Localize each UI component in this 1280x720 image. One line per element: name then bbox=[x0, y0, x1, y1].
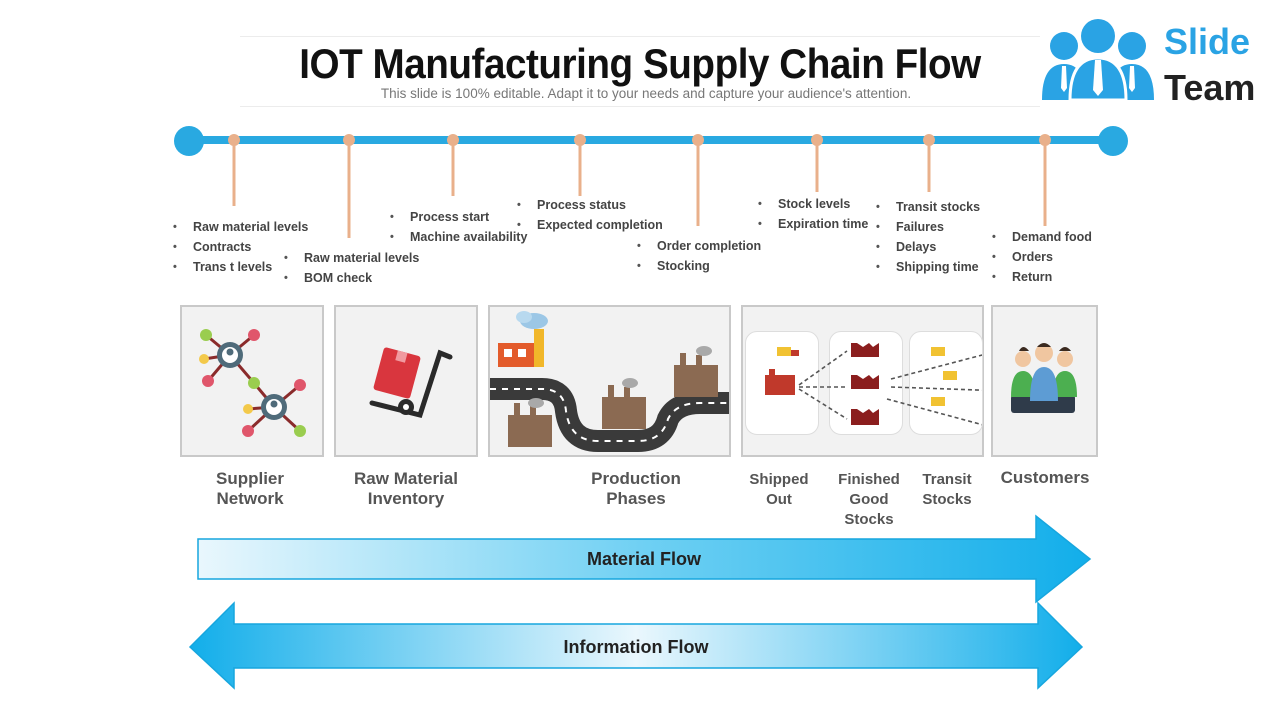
timeline-group-8: Demand food Orders Return bbox=[992, 227, 1092, 287]
bullet-item: Return bbox=[992, 267, 1092, 287]
bullet-item: Delays bbox=[876, 237, 980, 257]
customers-panel bbox=[991, 305, 1098, 457]
bullet-item: Process start bbox=[390, 207, 527, 227]
stage-label-shipped: Shipped Out bbox=[749, 471, 809, 508]
page-subtitle: This slide is 100% editable. Adapt it to… bbox=[380, 86, 912, 101]
bullet-item: Failures bbox=[876, 217, 980, 237]
bullet-item: Demand food bbox=[992, 227, 1092, 247]
bullet-item: Expiration time bbox=[758, 214, 868, 234]
timeline-group-4: Process status Expected completion bbox=[517, 195, 663, 235]
factory-icon bbox=[498, 311, 548, 367]
bullet-item: BOM check bbox=[284, 268, 419, 288]
transit-stocks-box bbox=[909, 331, 983, 435]
information-flow-label: Information Flow bbox=[563, 637, 709, 657]
logo-word-team: Team bbox=[1164, 67, 1256, 108]
person-center bbox=[1030, 344, 1058, 401]
bullet-item: Trans t levels bbox=[173, 257, 308, 277]
timeline-end-dot bbox=[1098, 126, 1128, 156]
supplier-network-panel bbox=[180, 305, 324, 457]
distribution-panel bbox=[741, 305, 984, 457]
timeline-group-3: Process start Machine availability bbox=[390, 207, 527, 247]
bullet-item: Orders bbox=[992, 247, 1092, 267]
bullet-item: Order completion bbox=[637, 236, 761, 256]
slideteam-logo: Slide Team bbox=[1040, 18, 1270, 108]
bullet-item: Contracts bbox=[173, 237, 308, 257]
stage-label-production: Production Phases bbox=[591, 469, 681, 508]
bullet-item: Shipping time bbox=[876, 257, 980, 277]
bullet-item: Stock levels bbox=[758, 194, 868, 214]
material-flow-arrow bbox=[197, 514, 1092, 604]
stage-label-supplier: Supplier Network bbox=[215, 469, 284, 508]
person-right bbox=[1053, 351, 1077, 397]
timeline-group-1: Raw material levels Contracts Trans t le… bbox=[173, 217, 308, 277]
bullet-item: Raw material levels bbox=[284, 248, 419, 268]
bullet-item: Transit stocks bbox=[876, 197, 980, 217]
timeline-group-7: Transit stocks Failures Delays Shipping … bbox=[876, 197, 980, 277]
bullet-item: Machine availability bbox=[390, 227, 527, 247]
stage-label-transit: Transit Stocks bbox=[922, 471, 972, 508]
stage-label-customers: Customers bbox=[1000, 468, 1090, 487]
page-title: IOT Manufacturing Supply Chain Flow bbox=[299, 40, 981, 87]
timeline-group-5: Order completion Stocking bbox=[637, 236, 761, 276]
customers-group-icon bbox=[1011, 343, 1077, 413]
bullet-item: Process status bbox=[517, 195, 663, 215]
distribution-flow-icon bbox=[765, 343, 982, 426]
logo-word-slide: Slide bbox=[1164, 21, 1251, 62]
hand-truck-icon bbox=[369, 347, 453, 418]
title-bottom-divider bbox=[240, 106, 1040, 107]
bullet-item: Expected completion bbox=[517, 215, 663, 235]
material-flow-label: Material Flow bbox=[586, 549, 702, 569]
timeline-group-6: Stock levels Expiration time bbox=[758, 194, 868, 234]
bullet-item: Stocking bbox=[637, 256, 761, 276]
truck-icon bbox=[777, 347, 799, 356]
timeline-group-2: Raw material levels BOM check bbox=[284, 248, 419, 288]
person-left bbox=[1011, 351, 1035, 397]
stage-label-raw-material: Raw Material Inventory bbox=[354, 469, 458, 508]
bullet-item: Raw material levels bbox=[173, 217, 308, 237]
supplier-network-icon bbox=[199, 329, 306, 437]
timeline-start-dot bbox=[174, 126, 204, 156]
team-people-icon bbox=[1042, 19, 1154, 102]
title-top-divider bbox=[240, 36, 1040, 37]
stage-label-finished: Finished Good Stocks bbox=[838, 471, 900, 528]
production-panel bbox=[488, 305, 731, 457]
raw-material-panel bbox=[334, 305, 478, 457]
information-flow-arrow bbox=[188, 601, 1084, 690]
production-road-icon bbox=[490, 311, 729, 452]
